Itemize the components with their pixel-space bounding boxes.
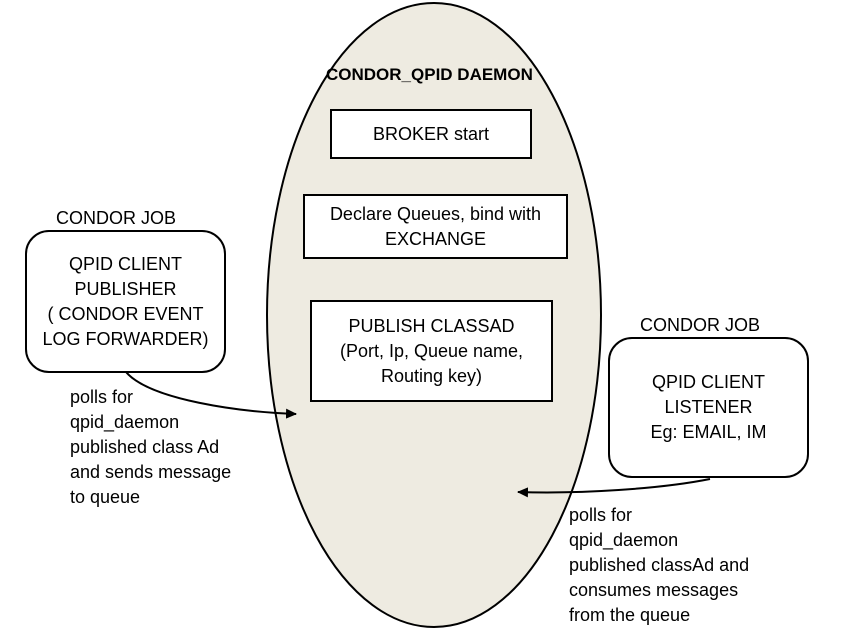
listener-arrow-note: polls for qpid_daemon published classAd … <box>569 505 750 625</box>
listener-job-label: CONDOR JOB <box>640 315 761 335</box>
declare-queues-box: Declare Queues, bind with EXCHANGE <box>303 194 568 259</box>
publish-classad-box: PUBLISH CLASSAD (Port, Ip, Queue name, R… <box>310 300 553 402</box>
daemon-title: CONDOR_QPID DAEMON <box>326 65 533 84</box>
listener-to-daemon-arrow <box>517 478 711 498</box>
broker-start-box: BROKER start <box>330 109 532 159</box>
publisher-box: QPID CLIENT PUBLISHER ( CONDOR EVENT LOG… <box>25 230 226 373</box>
publisher-to-daemon-arrow <box>125 371 297 419</box>
listener-box: QPID CLIENT LISTENER Eg: EMAIL, IM <box>608 337 809 478</box>
publisher-job-label: CONDOR JOB <box>56 208 177 228</box>
publisher-arrow-note: polls for qpid_daemon published class Ad… <box>70 387 232 507</box>
